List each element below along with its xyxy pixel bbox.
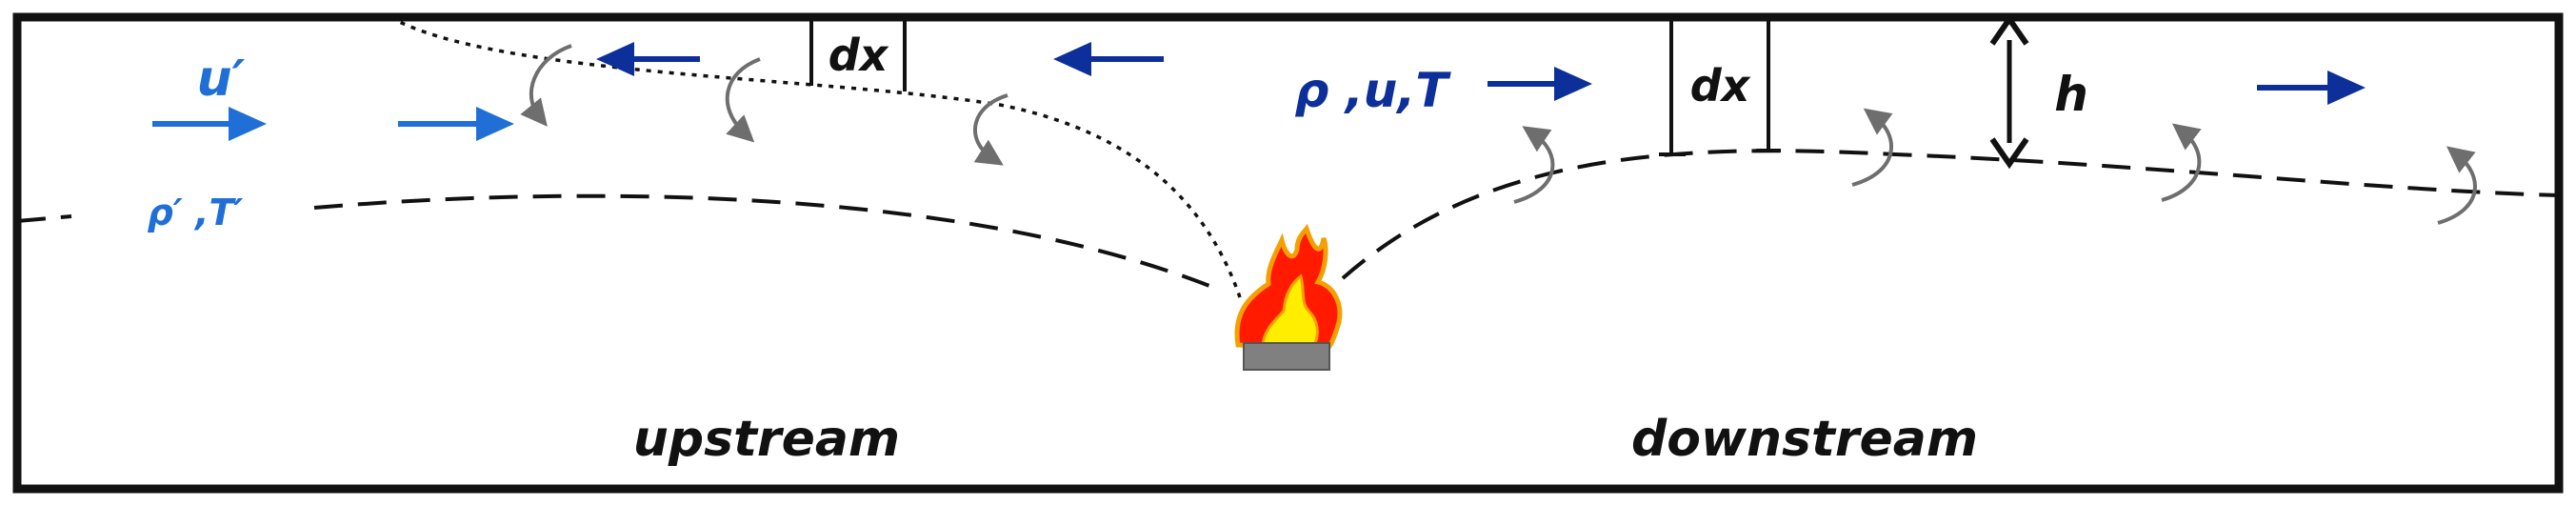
smoke-flow-arrow-2 xyxy=(2257,71,2366,105)
fresh-air-arrow-2 xyxy=(398,107,514,141)
perturbation-density-temperature-label: ρ′ ,T′ xyxy=(148,192,244,233)
height-label: h xyxy=(2054,67,2088,122)
eddy-icon xyxy=(520,44,572,127)
dx-label-downstream: dx xyxy=(1690,60,1751,111)
upstream-label: upstream xyxy=(633,411,900,468)
smoke-layer-interface-downstream xyxy=(1341,149,2560,280)
smoke-front-dotted xyxy=(389,15,1242,298)
eddy-icon xyxy=(1851,108,1894,187)
dx-control-volume-upstream: dx xyxy=(809,17,907,91)
backlayer-arrow-1 xyxy=(596,42,700,76)
perturbation-velocity-label: u′ xyxy=(197,51,246,108)
smoke-flow-arrow-1 xyxy=(1488,67,1592,101)
layer-height-indicator: h xyxy=(1989,13,2088,170)
fire-icon xyxy=(1234,223,1343,352)
fresh-air-arrow-1 xyxy=(152,107,267,141)
eddy-icon xyxy=(725,57,761,143)
tunnel-boundary xyxy=(12,12,2564,494)
dx-control-volume-downstream: dx xyxy=(1659,17,1781,156)
eddy-icon xyxy=(2437,146,2477,225)
eddy-icon xyxy=(1513,126,1555,204)
burner xyxy=(1243,342,1330,371)
smoke-layer-interface-upstream xyxy=(16,193,1210,288)
smoke-properties-label: ρ ,u,T xyxy=(1295,63,1452,118)
eddy-icon xyxy=(973,93,1008,166)
eddy-icon xyxy=(2161,123,2202,202)
dx-label-upstream: dx xyxy=(829,30,889,81)
downstream-label: downstream xyxy=(1631,411,1978,468)
backlayer-arrow-2 xyxy=(1053,42,1164,76)
